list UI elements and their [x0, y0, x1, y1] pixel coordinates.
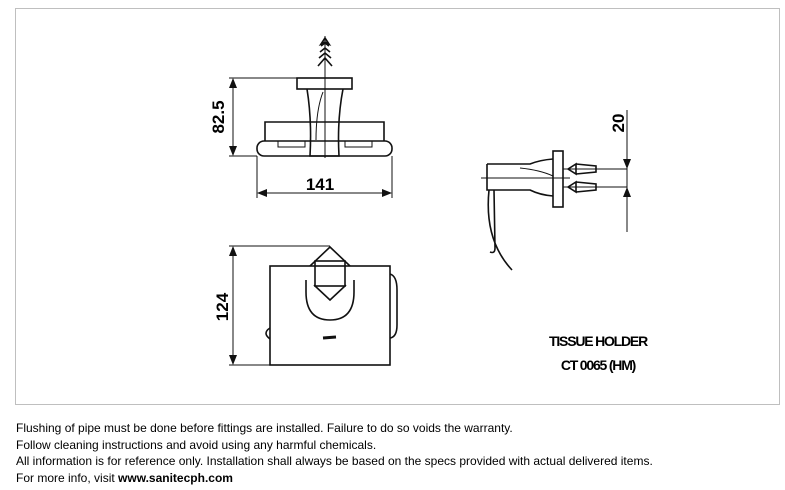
dim-offset-20: 20 [609, 114, 628, 133]
mount-plate [296, 77, 353, 90]
v-notch [313, 284, 347, 302]
square-mount [314, 260, 346, 287]
dim-height-124: 124 [213, 292, 232, 321]
slot [322, 335, 337, 340]
bowl [305, 280, 355, 321]
note-flushing: Flushing of pipe must be done before fit… [16, 421, 513, 435]
right-bump [389, 273, 398, 339]
product-code: CT 0065 (HM) [561, 357, 636, 373]
note-cleaning: Follow cleaning instructions and avoid u… [16, 437, 377, 452]
diamond-top [309, 245, 351, 267]
screw-icon [317, 36, 333, 67]
front-view: 124 [213, 245, 398, 366]
website-link[interactable]: www.sanitecph.com [118, 470, 233, 485]
cover [264, 121, 385, 141]
note-reference: All information is for reference only. I… [16, 454, 653, 468]
roll-flap [487, 189, 513, 271]
drawing-frame [15, 8, 780, 405]
notes: Flushing of pipe must be done before fit… [16, 420, 653, 486]
product-name: TISSUE HOLDER [549, 333, 648, 349]
side-view: 20 [481, 110, 631, 271]
wall-anchor-icon [566, 162, 597, 194]
left-tab [265, 327, 271, 340]
base [256, 140, 393, 157]
front-body [269, 265, 391, 366]
top-view: 82.5 141 [209, 36, 393, 198]
dim-height-82-5: 82.5 [209, 100, 228, 133]
technical-drawing: 82.5 141 20 124 [209, 36, 649, 373]
side-mount-plate [552, 150, 564, 208]
more-info-label: For more info, visit [16, 470, 119, 485]
dim-width-141: 141 [306, 175, 334, 194]
note-more-info: For more info, visit www.sanitecph.com [16, 470, 653, 487]
side-body [486, 158, 554, 197]
